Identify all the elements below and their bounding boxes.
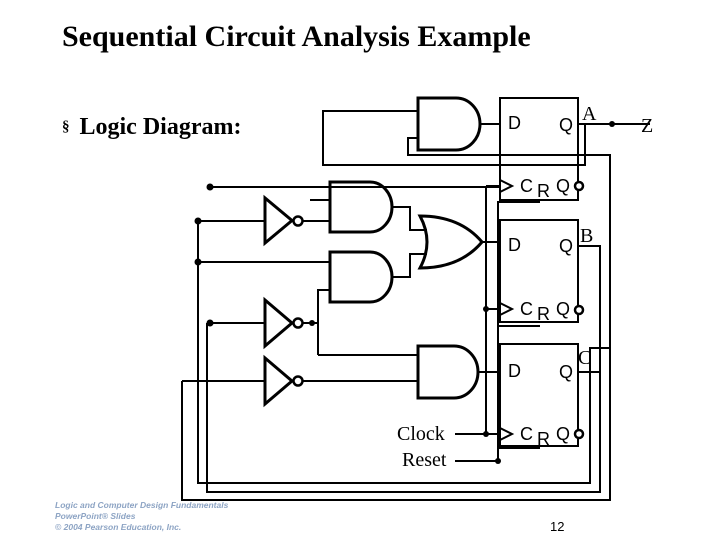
ff-b-c-label: C — [520, 299, 533, 319]
inverter-3-bubble — [292, 375, 304, 387]
and-gate-1 — [416, 96, 482, 152]
wire-reset-taps — [498, 325, 540, 449]
footer-credits: Logic and Computer Design Fundamentals P… — [55, 500, 228, 533]
junction-clock-b — [483, 306, 489, 312]
ff-a-output-label: A — [582, 103, 597, 125]
ff-c-q-label: Q — [559, 362, 573, 382]
inverter-2 — [263, 296, 295, 350]
clock-triangle-b — [499, 302, 515, 316]
ff-b-qbar-bubble — [573, 304, 585, 316]
ff-a-c-label: C — [520, 176, 533, 196]
ff-a-q-label: Q — [559, 115, 573, 135]
footer-line-1: Logic and Computer Design Fundamentals — [55, 500, 229, 510]
ff-a-r-label: R — [537, 181, 550, 201]
wire-c-to-gate1 — [407, 137, 611, 372]
flipflop-a — [499, 97, 579, 201]
wire-gate2-to-or — [392, 206, 427, 231]
junction-5 — [309, 320, 315, 326]
ff-c-r-label: R — [537, 429, 550, 449]
slide-title: Sequential Circuit Analysis Example — [62, 20, 531, 53]
footer-line-3: © 2004 Pearson Education, Inc. — [55, 522, 182, 532]
footer-line-2: PowerPoint® Slides — [55, 511, 136, 521]
flipflop-b — [499, 219, 579, 323]
inverter-3 — [263, 354, 295, 408]
junction-reset — [495, 458, 501, 464]
ff-b-output-label: B — [580, 225, 593, 247]
ff-c-c-label: C — [520, 424, 533, 444]
clock-triangle-c — [499, 427, 515, 441]
wire-to-gate4 — [317, 323, 418, 356]
wire-a-feedback — [322, 110, 586, 166]
junction-1 — [206, 183, 214, 191]
ff-a-qbar-label: Q — [556, 176, 570, 196]
wire-gate3-to-or — [392, 253, 427, 278]
ff-c-qbar-label: Q — [556, 424, 570, 444]
clock-triangle-a — [499, 179, 515, 193]
ff-c-d-label: D — [508, 361, 521, 381]
ff-b-d-label: D — [508, 235, 521, 255]
output-z-label: Z — [641, 115, 653, 137]
ff-c-output-label: C — [578, 347, 591, 369]
and-gate-3 — [328, 250, 394, 304]
bullet-item: § Logic Diagram: — [62, 114, 241, 141]
flipflop-c — [499, 343, 579, 447]
junction-4 — [206, 319, 214, 327]
bullet-icon: § — [62, 119, 70, 135]
or-gate — [417, 214, 484, 270]
inverter-1 — [263, 194, 295, 247]
wire-outer-loop — [181, 348, 611, 501]
wire-inv2-to-gate3 — [303, 289, 330, 324]
junction-3 — [194, 258, 202, 266]
and-gate-2 — [328, 180, 394, 234]
wire-qb-feedback — [206, 245, 601, 493]
bullet-text: Logic Diagram: — [79, 114, 242, 140]
ff-b-q-label: Q — [559, 236, 573, 256]
ff-b-qbar-label: Q — [556, 299, 570, 319]
and-gate-4 — [416, 344, 480, 400]
ff-a-d-label: D — [508, 113, 521, 133]
junction-z — [609, 121, 615, 127]
junction-clock — [483, 431, 489, 437]
inverter-2-bubble — [292, 317, 304, 329]
reset-label: Reset — [402, 449, 447, 471]
ff-c-qbar-bubble — [573, 428, 585, 440]
clock-label: Clock — [397, 423, 445, 445]
page-number: 12 — [550, 519, 565, 534]
ff-b-r-label: R — [537, 304, 550, 324]
ff-a-qbar-bubble — [573, 180, 585, 192]
wire-reset — [455, 201, 540, 462]
inverter-1-bubble — [292, 215, 304, 227]
junction-2 — [194, 217, 202, 225]
